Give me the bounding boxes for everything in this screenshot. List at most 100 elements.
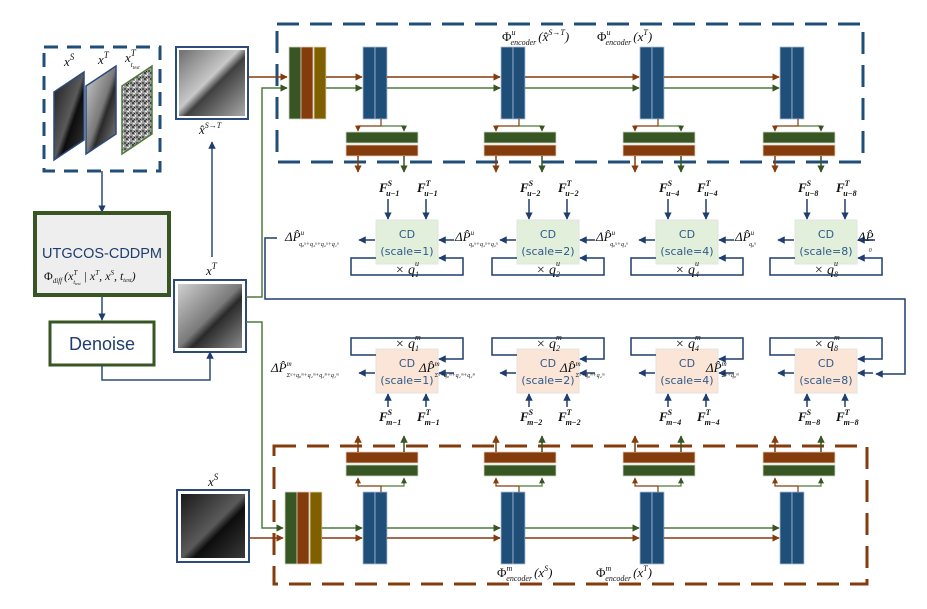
target-feature-bar — [345, 131, 419, 144]
cd-title: CD — [679, 228, 695, 241]
translated-image-label: x̂S→T — [198, 121, 222, 137]
encoder-block — [779, 491, 793, 565]
encoder-stage — [525, 435, 696, 565]
encoder-stage — [387, 46, 557, 173]
encoder-stage — [664, 435, 836, 565]
cd-scale-label: (scale=2) — [521, 245, 574, 258]
lower-encoder-frame — [272, 444, 869, 586]
delta-offset-label: ΔP̂0 — [857, 229, 874, 254]
cd-module-box[interactable] — [794, 348, 858, 394]
cd-module-box[interactable] — [516, 219, 580, 265]
translated-image: x̂S→T — [175, 46, 249, 137]
cd-module-box[interactable] — [516, 348, 580, 394]
source-feature-bar — [345, 451, 419, 464]
scale-multiplier-label: × q1u — [395, 259, 419, 279]
scale-multiplier-label: × q8m — [814, 333, 840, 353]
scale-multiplier-label: × q1m — [395, 333, 421, 353]
target-feature-bar — [762, 131, 836, 144]
scale-loop-arrow — [769, 254, 883, 276]
cd-title: CD — [540, 357, 556, 370]
cd-title: CD — [679, 357, 695, 370]
cd-module-box[interactable] — [375, 348, 439, 394]
source-feature-bar — [762, 144, 836, 157]
source-input-label: xS — [63, 52, 75, 69]
encoder-block — [651, 46, 665, 120]
scale-loop-arrow — [350, 254, 464, 276]
target-to-lower-stem-arrow — [246, 321, 284, 532]
encoder-block — [639, 46, 653, 120]
upper-stem-block — [288, 46, 327, 120]
target-feature-bar — [622, 464, 696, 477]
denoise-label: Denoise — [69, 334, 135, 354]
target-image-thumbnail — [85, 64, 117, 156]
encoder-block — [362, 46, 376, 120]
encoder-block — [779, 46, 793, 120]
cd-title: CD — [399, 228, 415, 241]
source-feature-bar — [345, 144, 419, 157]
encoder-stage — [326, 46, 419, 173]
encoder-stage — [322, 435, 419, 565]
cd-scale-label: (scale=4) — [660, 245, 713, 258]
scale-loop-arrow — [491, 337, 605, 363]
source-feature-bar — [622, 144, 696, 157]
noisy-image-thumbnail — [121, 64, 153, 156]
encoder-block — [639, 491, 653, 565]
lower-stem-block — [284, 491, 323, 565]
source-image: xS — [176, 472, 250, 563]
scale-multiplier-label: × q4u — [675, 259, 699, 279]
cd-module-box[interactable] — [375, 219, 439, 265]
source-feature-bar — [762, 451, 836, 464]
target-feature-bar — [762, 464, 836, 477]
encoder-block — [374, 46, 388, 120]
upper-to-lower-link — [264, 237, 906, 378]
input-dashed-frame — [42, 45, 162, 173]
target-image: xT — [173, 261, 247, 353]
target-to-upper-stem-arrow — [246, 84, 288, 298]
cd-module-box[interactable] — [655, 348, 719, 394]
denoise-box[interactable]: Denoise — [48, 320, 156, 367]
scale-loop-arrow — [630, 254, 744, 276]
target-feature-bar — [622, 131, 696, 144]
cd-module-box[interactable] — [794, 219, 858, 265]
encoder-stage — [525, 46, 696, 173]
encoder-block — [500, 491, 514, 565]
scale-loop-arrow — [350, 337, 464, 363]
scale-multiplier-label: × q8u — [814, 259, 838, 279]
cd-module-box[interactable] — [655, 219, 719, 265]
source-image-label: xS — [207, 472, 219, 489]
